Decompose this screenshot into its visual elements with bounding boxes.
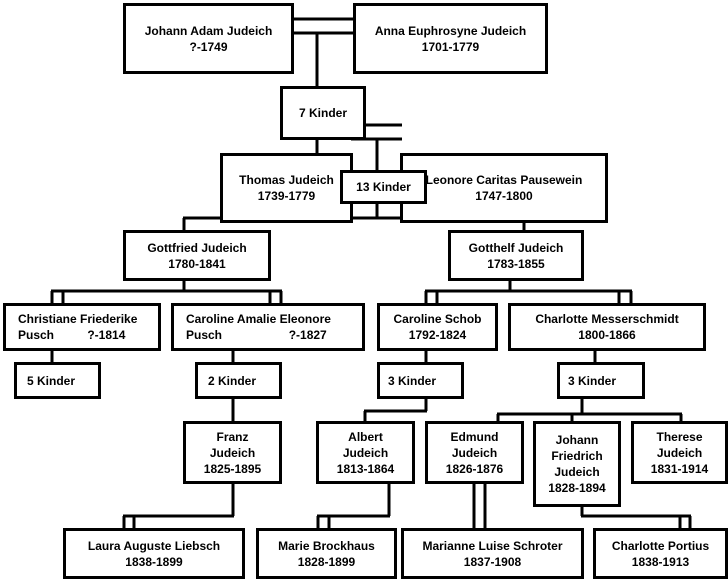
person-anna-euphrosyne-judeich[interactable]: Anna Euphrosyne Judeich 1701-1779 [353,3,548,74]
person-marie-brockhaus[interactable]: Marie Brockhaus 1828-1899 [256,528,397,579]
person-dates: Pusch ?-1827 [186,328,327,342]
person-caroline-amalie-eleonore-pusch[interactable]: Caroline Amalie Eleonore Pusch ?-1827 [171,303,365,351]
children-count: 13 Kinder [356,180,411,194]
person-name: Friedrich [551,449,603,463]
children-count-2[interactable]: 2 Kinder [195,362,282,399]
person-johann-adam-judeich[interactable]: Johann Adam Judeich ?-1749 [123,3,294,74]
person-johann-friedrich-judeich[interactable]: Johann Friedrich Judeich 1828-1894 [533,421,621,507]
person-dates: 1792-1824 [408,328,467,342]
person-name: Franz [216,429,249,444]
person-dates: 1828-1894 [548,481,606,495]
person-dates: 1837-1908 [463,554,522,569]
person-name: Gottfried Judeich [147,240,247,255]
person-name: Judeich [342,445,389,460]
person-leonore-caritas-pausewein[interactable]: Leonore Caritas Pausewein 1747-1800 [400,153,608,223]
person-dates: Pusch ?-1814 [18,328,126,342]
person-marianne-luise-schroter[interactable]: Marianne Luise Schroter 1837-1908 [401,528,584,579]
children-count: 3 Kinder [388,373,437,388]
children-count-13[interactable]: 13 Kinder [340,170,427,204]
person-charlotte-messerschmidt[interactable]: Charlotte Messerschmidt 1800-1866 [508,303,706,351]
person-dates: 1747-1800 [475,189,533,203]
person-dates: 1701-1779 [421,39,480,54]
person-name: Thomas Judeich [239,173,334,187]
person-name: Johann Adam Judeich [144,23,273,38]
person-name: Therese [656,429,703,444]
person-dates: 1838-1899 [125,554,183,569]
children-count: 3 Kinder [568,373,617,388]
person-name: Judeich [656,445,703,460]
person-laura-auguste-liebsch[interactable]: Laura Auguste Liebsch 1838-1899 [63,528,245,579]
person-name: Marianne Luise Schroter [422,538,563,553]
person-dates: 1783-1855 [487,256,545,271]
person-name: Judeich [451,445,498,460]
person-dates: 1831-1914 [650,461,709,476]
person-dates: ?-1749 [189,39,228,54]
person-name: Charlotte Messerschmidt [535,312,679,326]
person-name: Judeich [554,465,600,479]
children-count-3-schob[interactable]: 3 Kinder [377,362,464,399]
person-dates: 1838-1913 [631,554,690,569]
person-dates: 1825-1895 [203,461,262,476]
person-name: Anna Euphrosyne Judeich [374,23,527,38]
person-name: Christiane Friederike [18,312,138,326]
person-caroline-schob[interactable]: Caroline Schob 1792-1824 [377,303,498,351]
children-count-7[interactable]: 7 Kinder [280,86,366,140]
person-dates: 1780-1841 [168,256,226,271]
person-name: Caroline Schob [393,312,482,326]
person-gotthelf-judeich[interactable]: Gotthelf Judeich 1783-1855 [448,230,584,281]
person-dates: 1739-1779 [257,189,316,203]
person-dates: 1800-1866 [578,328,636,342]
person-name: Albert [348,429,383,444]
person-name: Judeich [209,445,256,460]
person-name: Johann [555,433,599,447]
children-count-5[interactable]: 5 Kinder [14,362,101,399]
person-franz-judeich[interactable]: Franz Judeich 1825-1895 [183,421,282,484]
person-name: Edmund [450,429,499,444]
children-count: 7 Kinder [298,106,347,120]
person-thomas-judeich[interactable]: Thomas Judeich 1739-1779 [220,153,353,223]
person-name: Leonore Caritas Pausewein [425,173,583,187]
person-name: Caroline Amalie Eleonore [186,312,331,326]
person-dates: 1828-1899 [297,554,356,569]
person-name: Gotthelf Judeich [468,240,564,255]
person-christiane-friederike-pusch[interactable]: Christiane Friederike Pusch ?-1814 [3,303,161,351]
person-edmund-judeich[interactable]: Edmund Judeich 1826-1876 [425,421,524,484]
person-name: Laura Auguste Liebsch [87,538,221,553]
person-dates: 1813-1864 [336,461,395,476]
person-name: Charlotte Portius [611,538,710,553]
children-count: 2 Kinder [208,373,257,388]
person-therese-judeich[interactable]: Therese Judeich 1831-1914 [631,421,728,484]
person-dates: 1826-1876 [445,461,504,476]
person-gottfried-judeich[interactable]: Gottfried Judeich 1780-1841 [123,230,271,281]
person-name: Marie Brockhaus [278,538,375,553]
person-albert-judeich[interactable]: Albert Judeich 1813-1864 [316,421,415,484]
children-count-3-messerschmidt[interactable]: 3 Kinder [557,362,645,399]
person-charlotte-portius[interactable]: Charlotte Portius 1838-1913 [593,528,728,579]
children-count: 5 Kinder [27,373,76,388]
